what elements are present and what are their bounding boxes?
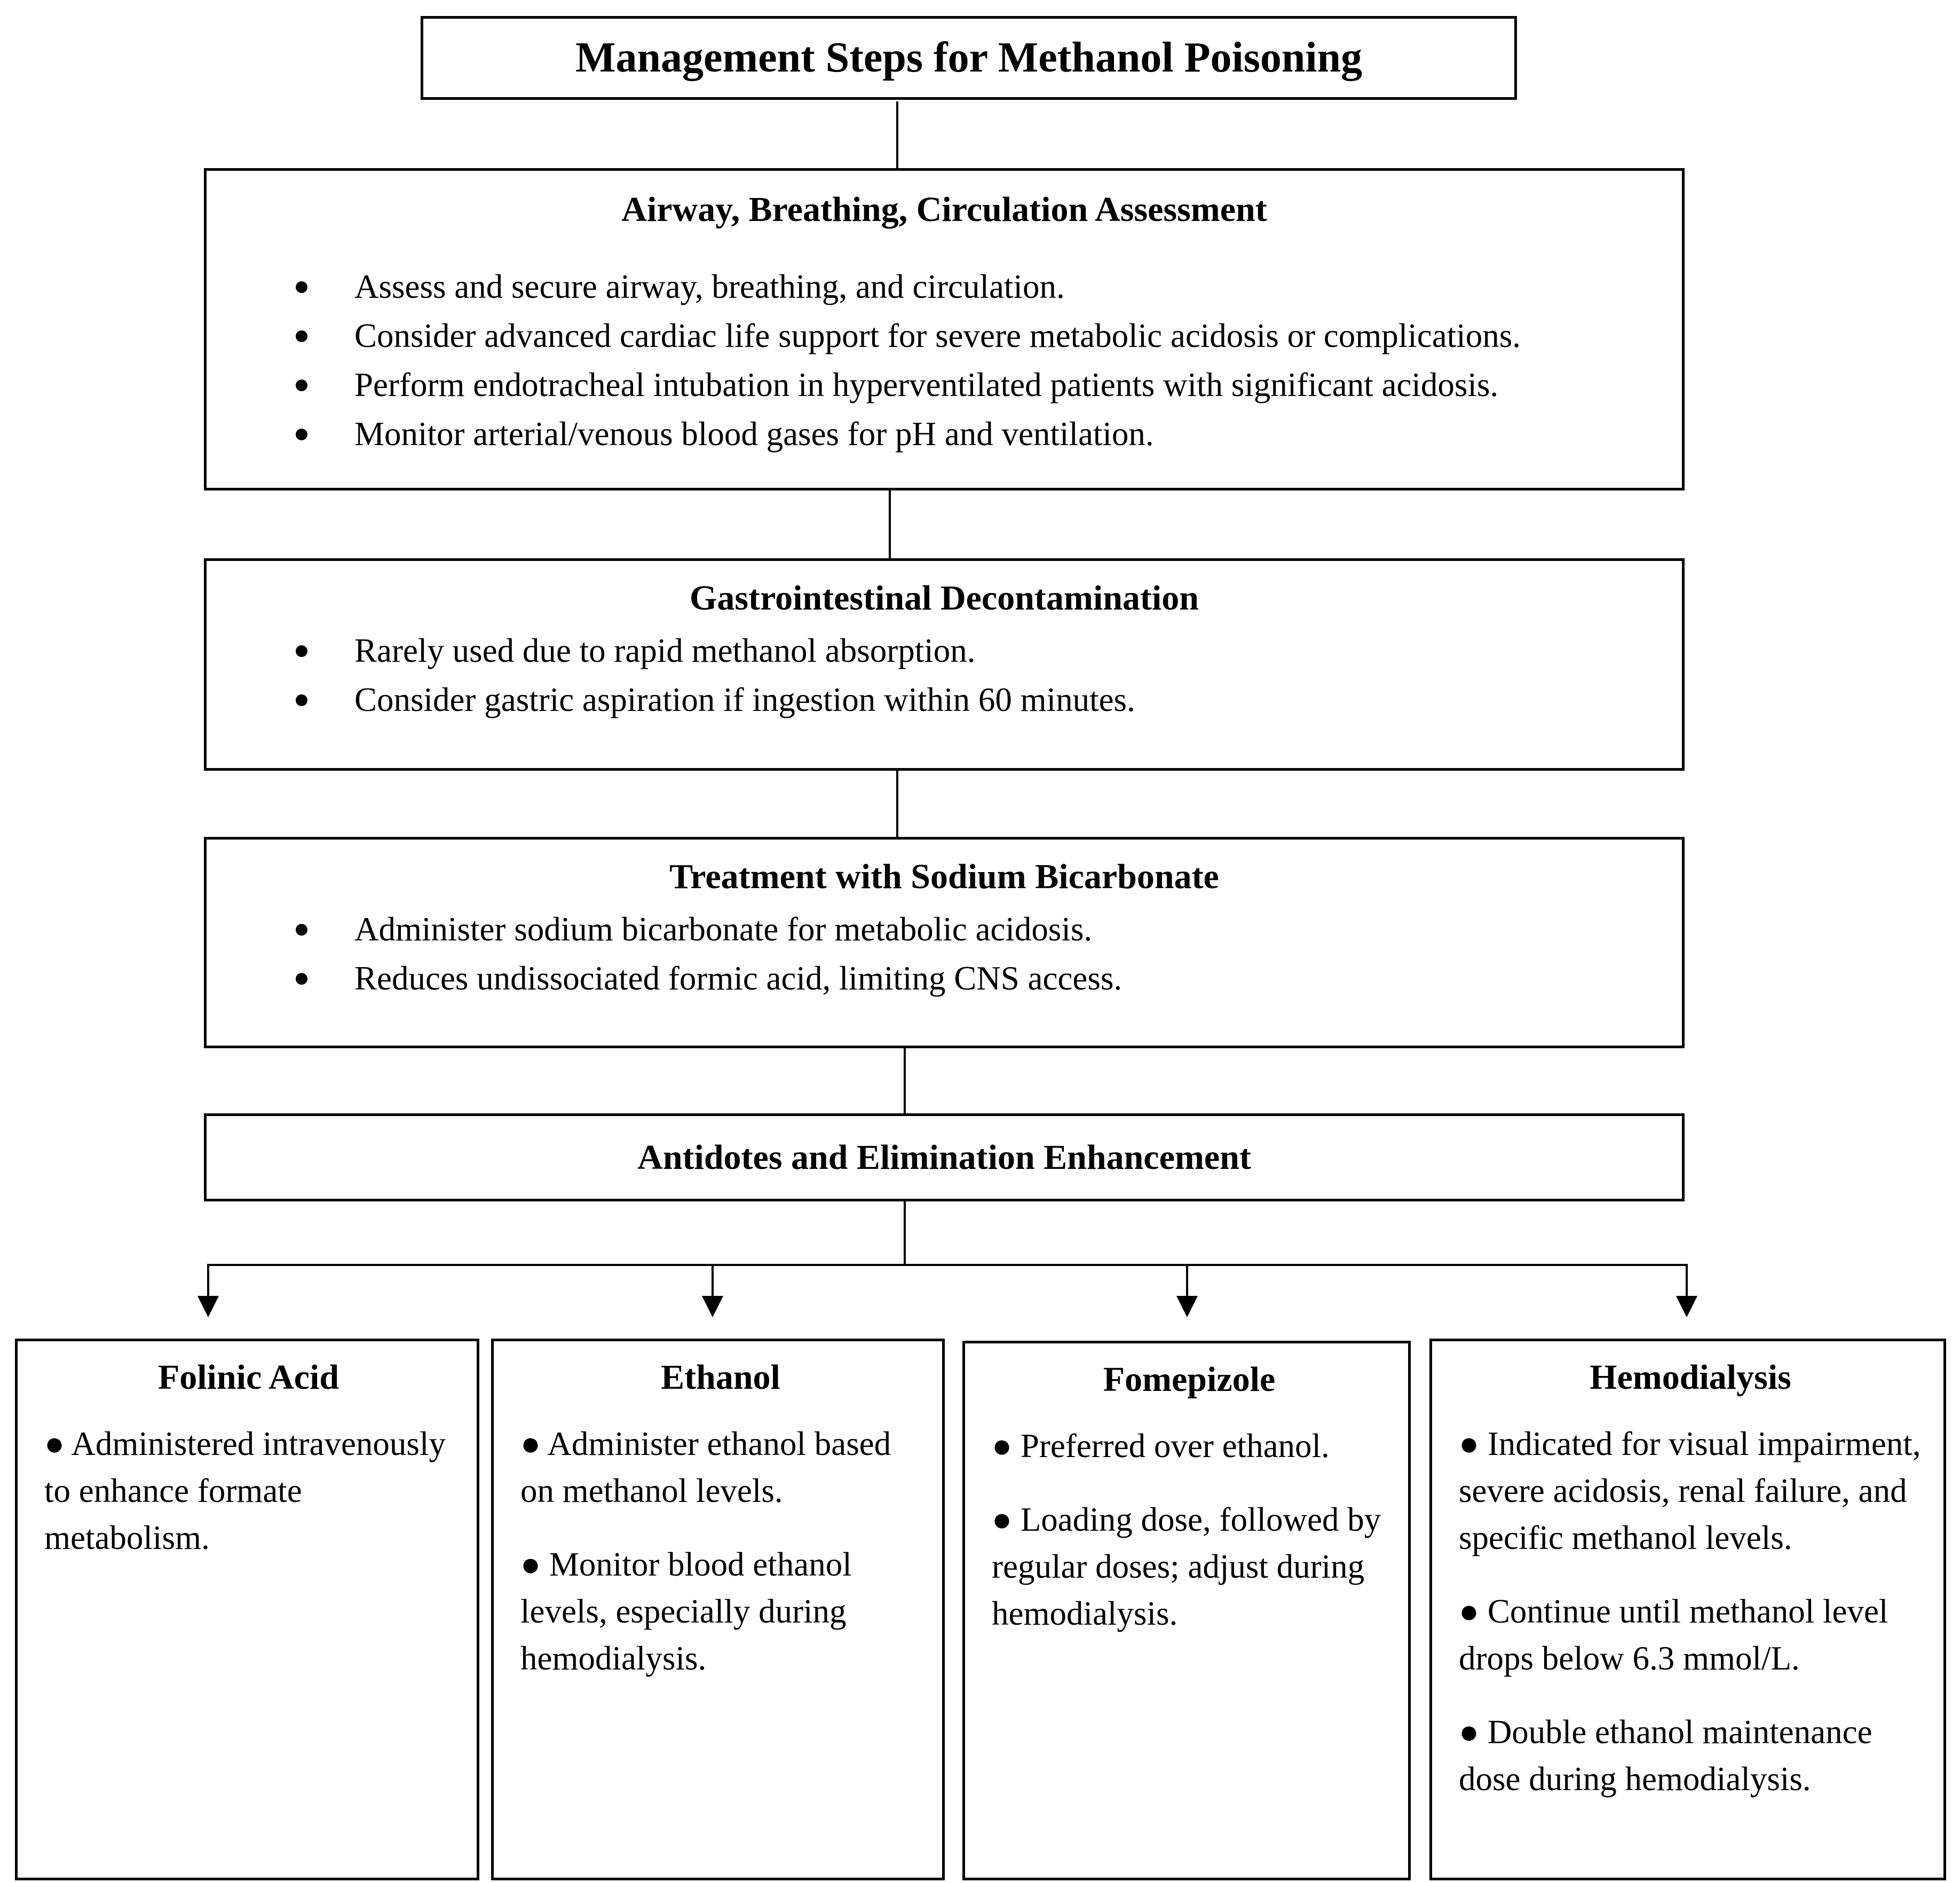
bullet-icon: ●	[520, 1546, 541, 1583]
list-item: Perform endotracheal intubation in hyper…	[207, 360, 1682, 409]
list-item: Administer sodium bicarbonate for metabo…	[207, 905, 1682, 954]
bullet-icon	[296, 973, 307, 985]
bullet-icon: ●	[1459, 1593, 1480, 1630]
branch-drop-fomepizole	[1186, 1264, 1188, 1297]
list-item: ● Administered intravenously to enhance …	[44, 1425, 446, 1556]
title-box: Management Steps for Methanol Poisoning	[421, 16, 1517, 100]
hemodialysis-box: Hemodialysis ● Indicated for visual impa…	[1429, 1339, 1946, 1880]
list-item: ● Continue until methanol level drops be…	[1459, 1593, 1888, 1677]
list-item: ● Administer ethanol based on methanol l…	[520, 1425, 891, 1509]
bullet-icon: ●	[992, 1501, 1013, 1538]
bullet-icon: ●	[520, 1425, 541, 1462]
bullet-icon	[296, 694, 307, 706]
abc-assessment-heading: Airway, Breathing, Circulation Assessmen…	[621, 190, 1267, 229]
bullet-icon	[296, 330, 307, 342]
connector-title-abc	[896, 101, 898, 168]
connector-bicarbonate-antidotes	[904, 1048, 906, 1114]
arrow-down-icon	[702, 1296, 723, 1317]
antidotes-heading: Antidotes and Elimination Enhancement	[637, 1137, 1251, 1177]
connector-abc-gi	[889, 490, 891, 559]
arrow-down-icon	[1676, 1296, 1697, 1317]
sodium-bicarbonate-list: Administer sodium bicarbonate for metabo…	[207, 905, 1682, 1003]
list-item: Monitor arterial/venous blood gases for …	[207, 409, 1682, 458]
connector-antidotes-branch	[904, 1201, 906, 1266]
branch-horizontal-line	[207, 1264, 1688, 1266]
folinic-acid-heading: Folinic Acid	[157, 1358, 339, 1397]
sodium-bicarbonate-heading: Treatment with Sodium Bicarbonate	[669, 857, 1219, 896]
list-item: Assess and secure airway, breathing, and…	[207, 262, 1682, 311]
folinic-acid-box: Folinic Acid ● Administered intravenousl…	[15, 1339, 479, 1880]
connector-gi-bicarbonate	[896, 771, 898, 837]
list-item: ● Double ethanol maintenance dose during…	[1459, 1713, 1872, 1798]
bullet-icon: ●	[992, 1427, 1013, 1465]
list-item: ● Preferred over ethanol.	[992, 1427, 1330, 1465]
fomepizole-heading: Fomepizole	[1103, 1360, 1276, 1399]
branch-drop-folinic	[207, 1264, 209, 1297]
bullet-icon	[296, 645, 307, 657]
list-item: Reduces undissociated formic acid, limit…	[207, 954, 1682, 1003]
gi-decontamination-heading: Gastrointestinal Decontamination	[690, 579, 1199, 618]
arrow-down-icon	[1176, 1296, 1198, 1317]
bullet-icon: ●	[44, 1425, 65, 1462]
fomepizole-box: Fomepizole ● Preferred over ethanol. ● L…	[962, 1341, 1411, 1880]
list-item: Rarely used due to rapid methanol absorp…	[207, 626, 1682, 675]
branch-drop-hemodialysis	[1686, 1264, 1688, 1297]
list-item: ● Loading dose, followed by regular dose…	[992, 1501, 1381, 1632]
gi-decontamination-list: Rarely used due to rapid methanol absorp…	[207, 626, 1682, 724]
hemodialysis-heading: Hemodialysis	[1590, 1358, 1791, 1397]
antidotes-box: Antidotes and Elimination Enhancement	[204, 1113, 1685, 1201]
sodium-bicarbonate-box: Treatment with Sodium Bicarbonate Admini…	[204, 837, 1685, 1048]
bullet-icon: ●	[1459, 1425, 1480, 1462]
list-item: Consider advanced cardiac life support f…	[207, 311, 1682, 360]
bullet-icon	[296, 281, 307, 293]
list-item: ● Indicated for visual impairment, sever…	[1459, 1425, 1921, 1556]
abc-assessment-box: Airway, Breathing, Circulation Assessmen…	[204, 168, 1685, 490]
bullet-icon	[296, 429, 307, 440]
ethanol-heading: Ethanol	[661, 1358, 780, 1397]
abc-assessment-list: Assess and secure airway, breathing, and…	[207, 262, 1682, 458]
list-item: ● Monitor blood ethanol levels, especial…	[520, 1546, 852, 1677]
ethanol-box: Ethanol ● Administer ethanol based on me…	[491, 1339, 945, 1880]
bullet-icon	[296, 924, 307, 936]
branch-drop-ethanol	[712, 1264, 714, 1297]
diagram-title: Management Steps for Methanol Poisoning	[575, 34, 1363, 81]
bullet-icon	[296, 379, 307, 391]
list-item: Consider gastric aspiration if ingestion…	[207, 675, 1682, 724]
gi-decontamination-box: Gastrointestinal Decontamination Rarely …	[204, 558, 1685, 771]
arrow-down-icon	[197, 1296, 219, 1317]
bullet-icon: ●	[1459, 1713, 1480, 1751]
